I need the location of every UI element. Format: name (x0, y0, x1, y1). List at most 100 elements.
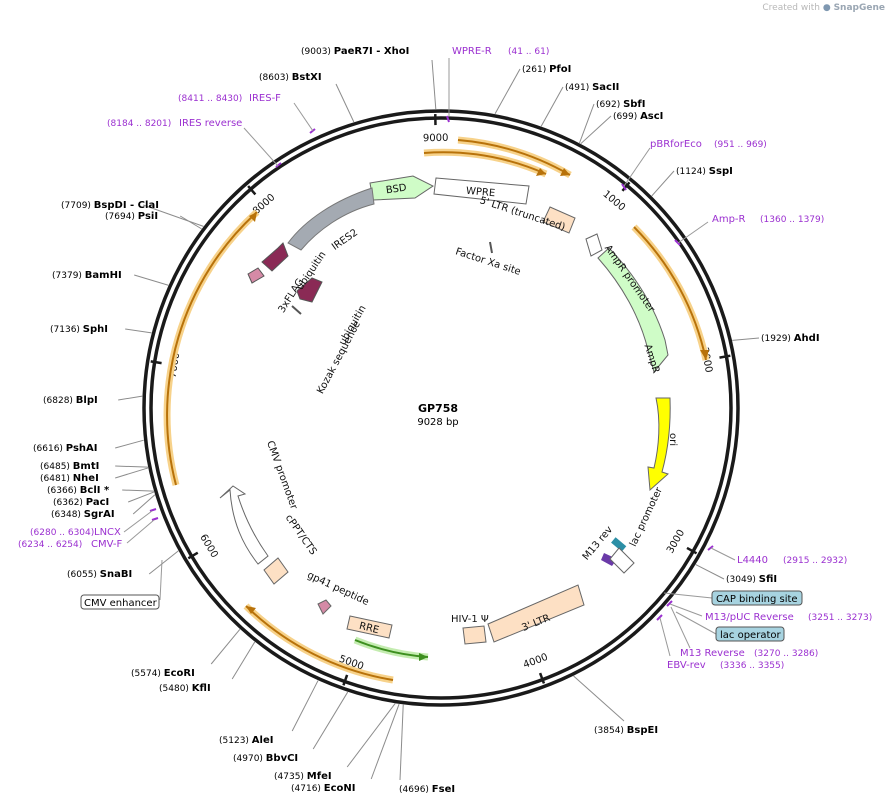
enzyme-label: (6366) BclI * (47, 485, 110, 496)
enzyme-name: BspDI (94, 200, 127, 211)
enzyme-label: (7694) PsiI (105, 211, 158, 222)
tick-mark (621, 181, 631, 192)
rre-label: RRE (358, 621, 380, 637)
l4440-mark (707, 545, 714, 551)
l4440-label: L4440 (737, 555, 768, 566)
enzyme-label: (261) PfoI (522, 64, 571, 75)
kozak-mark (291, 305, 302, 315)
enzyme-label: (4970) BbvCI (233, 753, 298, 764)
enzyme-label: (6348) SgrAI (51, 509, 115, 520)
enzyme-label: (6481) NheI (40, 473, 99, 484)
enzyme-name2: - XhoI (373, 46, 410, 57)
enzyme-label: (3854) BspEI (594, 725, 658, 736)
enzyme-name: SphI (83, 324, 108, 335)
ires2-label: IRES2 (330, 227, 360, 253)
lac-operator-label: lac operator (720, 630, 781, 641)
enzyme-name: PacI (86, 497, 109, 508)
ubiquitin-arrow-2 (296, 277, 323, 303)
enzyme-star: * (101, 485, 110, 496)
enzyme-name: EcoNI (324, 783, 356, 794)
tick-label: 9000 (423, 133, 449, 144)
ampr-promoter-arrow (585, 233, 603, 257)
enzyme-name: MfeI (307, 771, 332, 782)
enzyme-label: (5480) KflI (159, 683, 211, 694)
enzyme-position: (7694) (105, 212, 138, 222)
enzyme-label: (4696) FseI (399, 784, 455, 795)
ltr3-arrow (487, 584, 585, 643)
ires-reverse-range: (8184 .. 8201) (107, 119, 171, 129)
enzyme-leader (695, 564, 725, 580)
plasmid-name: GP758 (418, 402, 458, 415)
snapgene-logo-icon: ● (822, 3, 831, 13)
enzyme-position: (1124) (676, 167, 709, 177)
enzyme-leader (115, 465, 148, 468)
tick-mark (247, 185, 257, 196)
enzyme-leader (134, 274, 169, 286)
tick-label: 4000 (522, 652, 550, 671)
credit-text: Created with (762, 3, 820, 13)
enzyme-position: (6362) (53, 498, 86, 508)
enzyme-name: KflI (192, 683, 211, 694)
enzyme-leader (579, 103, 595, 144)
enzyme-name: SgrAI (84, 509, 115, 520)
enzyme-label: (4735) MfeI (274, 771, 332, 782)
enzyme-position: (6485) (40, 462, 73, 472)
ires-f-label: IRES-F (249, 93, 281, 104)
enzyme-position: (692) (596, 100, 623, 110)
enzyme-leader (370, 703, 400, 780)
enzyme-name: BclI (80, 485, 101, 496)
feature-labels: BSD WPRE 5' LTR (truncated) Factor Xa si… (264, 183, 678, 637)
enzyme-leader (431, 59, 437, 110)
enzyme-position: (6366) (47, 486, 80, 496)
cmv-f-range: (6234 .. 6254) (18, 540, 82, 550)
enzyme-position: (5574) (131, 669, 164, 679)
gp41-peptide-arrow (317, 599, 332, 615)
ires-reverse-label: IRES reverse (179, 118, 242, 129)
lac-operator-mark (611, 537, 627, 552)
boxed-labels: CAP binding site lac operator CMV enhanc… (80, 559, 803, 642)
plasmid-length: 9028 bp (417, 417, 458, 428)
enzyme-label: (6485) BmtI (40, 461, 99, 472)
enzyme-position: (3049) (726, 575, 759, 585)
enzyme-label: (699) AscI (613, 111, 663, 122)
m13puc-mark (666, 600, 673, 607)
enzyme-name: SfiI (759, 574, 777, 585)
enzyme-position: (8603) (259, 73, 292, 83)
enzyme-leader (210, 628, 241, 665)
enzyme-label: (7379) BamHI (52, 270, 122, 281)
enzyme-name: EcoRI (164, 668, 195, 679)
hiv-psi-box (462, 625, 487, 645)
enzyme-label: (491) SacII (565, 82, 619, 93)
l4440-range: (2915 .. 2932) (783, 556, 847, 566)
m13-reverse-range: (3270 .. 3286) (754, 649, 818, 659)
enzyme-leader (148, 550, 179, 575)
enzyme-name: BspEI (627, 725, 658, 736)
snapgene-credit: Created with ● SnapGene (762, 3, 885, 13)
ubiquitin-arrow-1 (261, 242, 289, 272)
backbone-inner-ring (149, 116, 733, 700)
lncx-mark (149, 508, 157, 512)
enzyme-name: PshAI (66, 443, 98, 454)
enzyme-position: (7709) (61, 201, 94, 211)
ampr-arrow (597, 247, 669, 374)
tick-mark (686, 546, 698, 555)
lncx-range: (6280 .. 6304) (30, 528, 94, 538)
enzyme-position: (6616) (33, 444, 66, 454)
pbrforeco-range: (951 .. 969) (714, 140, 767, 150)
enzyme-position: (4735) (274, 772, 307, 782)
ampr-promoter-label: AmpR promoter (602, 243, 657, 315)
amp-r-label: Amp-R (712, 214, 746, 225)
enzyme-sites: (9003) PaeR7I - XhoI(8603) BstXI(261) Pf… (33, 46, 820, 795)
lac-promoter-label: lac promoter (628, 485, 665, 548)
enzyme-leader (231, 641, 256, 680)
cmv-enhancer-label: CMV enhancer (84, 598, 158, 609)
enzyme-leader (143, 204, 204, 227)
enzyme-label: (9003) PaeR7I - XhoI (301, 46, 409, 57)
enzyme-position: (5480) (159, 684, 192, 694)
enzyme-name: AhdI (794, 333, 820, 344)
enzyme-label: (6055) SnaBI (67, 569, 132, 580)
pbrforeco-mark (621, 183, 627, 191)
enzyme-label: (4716) EcoNI (291, 783, 356, 794)
enzyme-leader (122, 489, 154, 492)
ltr5-box (542, 206, 576, 234)
